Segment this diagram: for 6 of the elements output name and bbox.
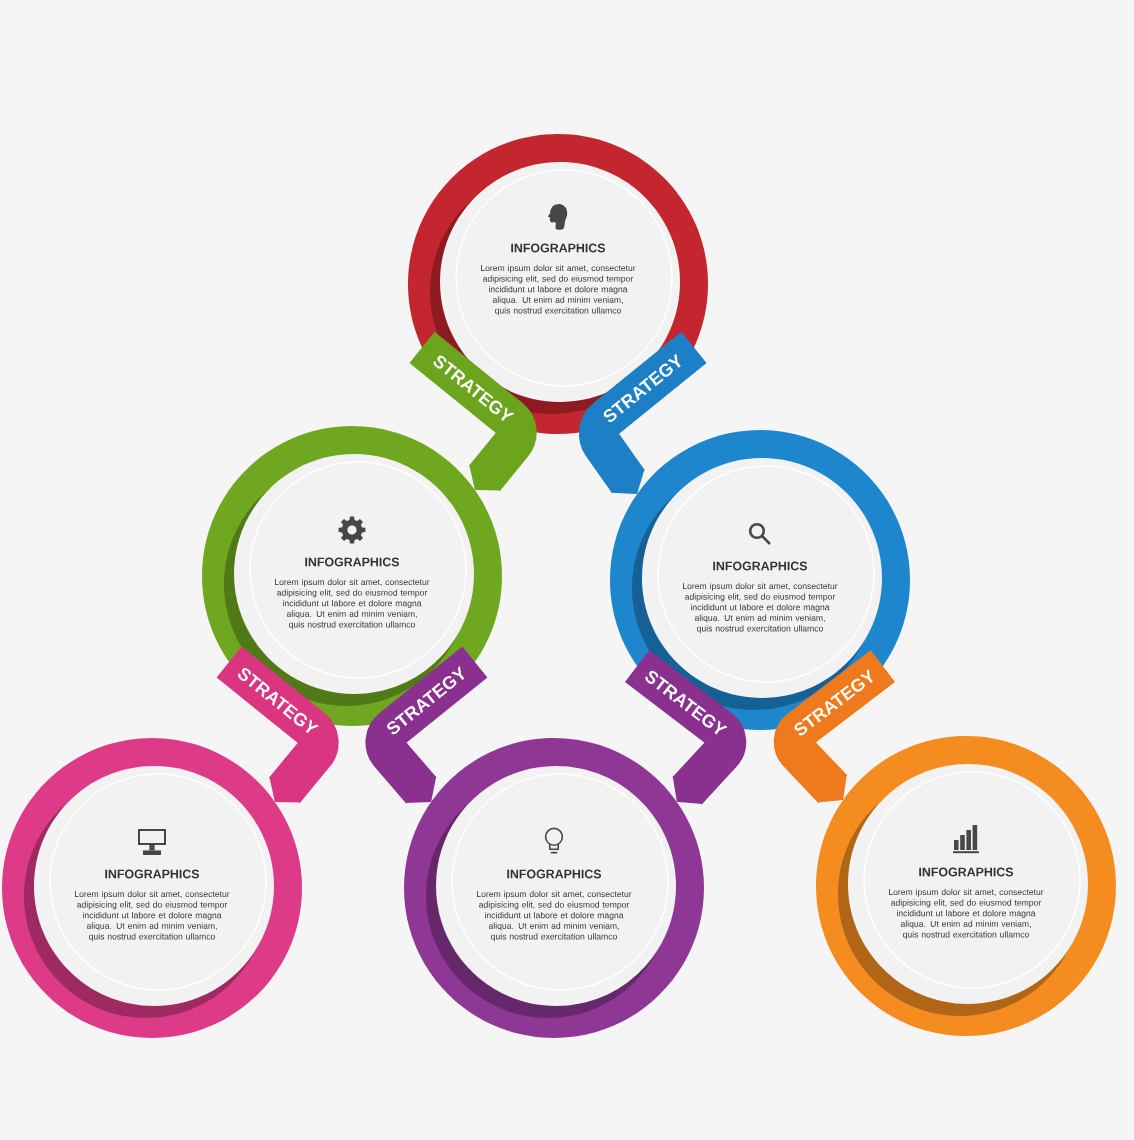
ribbon-arrow — [409, 331, 537, 492]
ribbon-arrow — [365, 646, 488, 804]
ribbon-arrow — [216, 646, 339, 804]
ribbon-arrow — [579, 331, 707, 494]
ribbon-arrow — [773, 650, 895, 803]
ribbon-arrow — [625, 650, 747, 805]
